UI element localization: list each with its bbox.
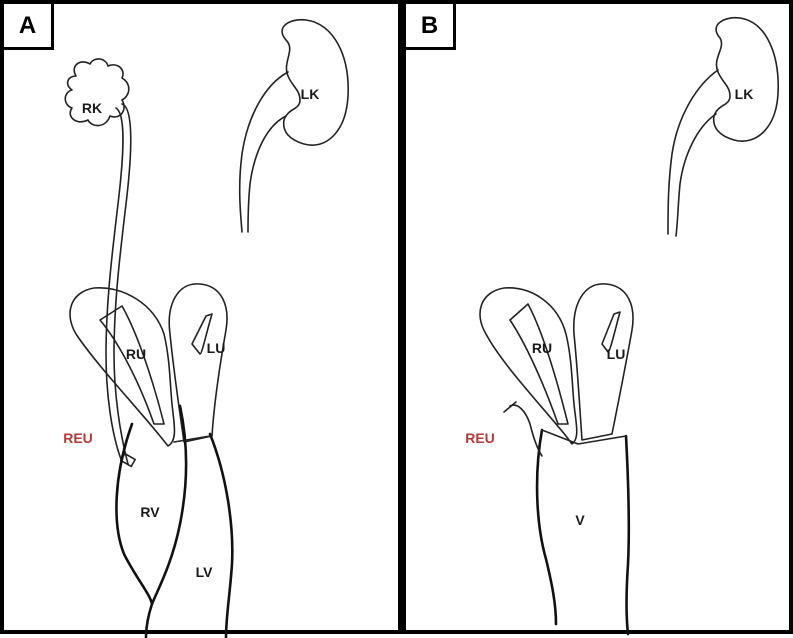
label-lk: LK xyxy=(735,86,754,102)
left-ureter xyxy=(668,70,718,234)
vagina-top xyxy=(542,430,626,444)
left-ureter xyxy=(240,72,288,232)
right-uterus-horn xyxy=(70,288,175,446)
vagina-right-outline xyxy=(626,436,629,634)
label-lu: LU xyxy=(607,346,626,362)
label-ru: RU xyxy=(532,340,552,356)
right-ureter-inner xyxy=(106,108,123,462)
left-ureter-inner xyxy=(676,114,716,236)
left-kidney-shape xyxy=(714,18,778,141)
left-uterus-horn xyxy=(169,284,227,442)
panel-a: A RK LK RU LU REU RV LV xyxy=(0,0,402,634)
label-ru: RU xyxy=(126,346,146,362)
label-v: V xyxy=(575,512,584,528)
panel-b: B LK RU LU REU V xyxy=(402,0,793,634)
panel-a-drawing xyxy=(4,4,406,638)
label-reu: REU xyxy=(63,430,93,446)
left-kidney-shape xyxy=(282,20,348,145)
label-lk: LK xyxy=(301,86,320,102)
label-rv: RV xyxy=(140,504,159,520)
right-ectopic-ureter-cap xyxy=(504,402,516,412)
label-lu: LU xyxy=(207,340,226,356)
left-vagina-outline xyxy=(210,434,232,638)
panel-b-tag: B xyxy=(406,4,456,50)
left-ureter-inner xyxy=(248,116,286,232)
right-ectopic-ureter xyxy=(510,405,542,456)
panel-a-tag: A xyxy=(4,4,54,50)
label-reu: REU xyxy=(465,430,495,446)
label-rk: RK xyxy=(82,100,102,116)
label-lv: LV xyxy=(196,564,213,580)
vagina-left-outline xyxy=(537,430,556,624)
